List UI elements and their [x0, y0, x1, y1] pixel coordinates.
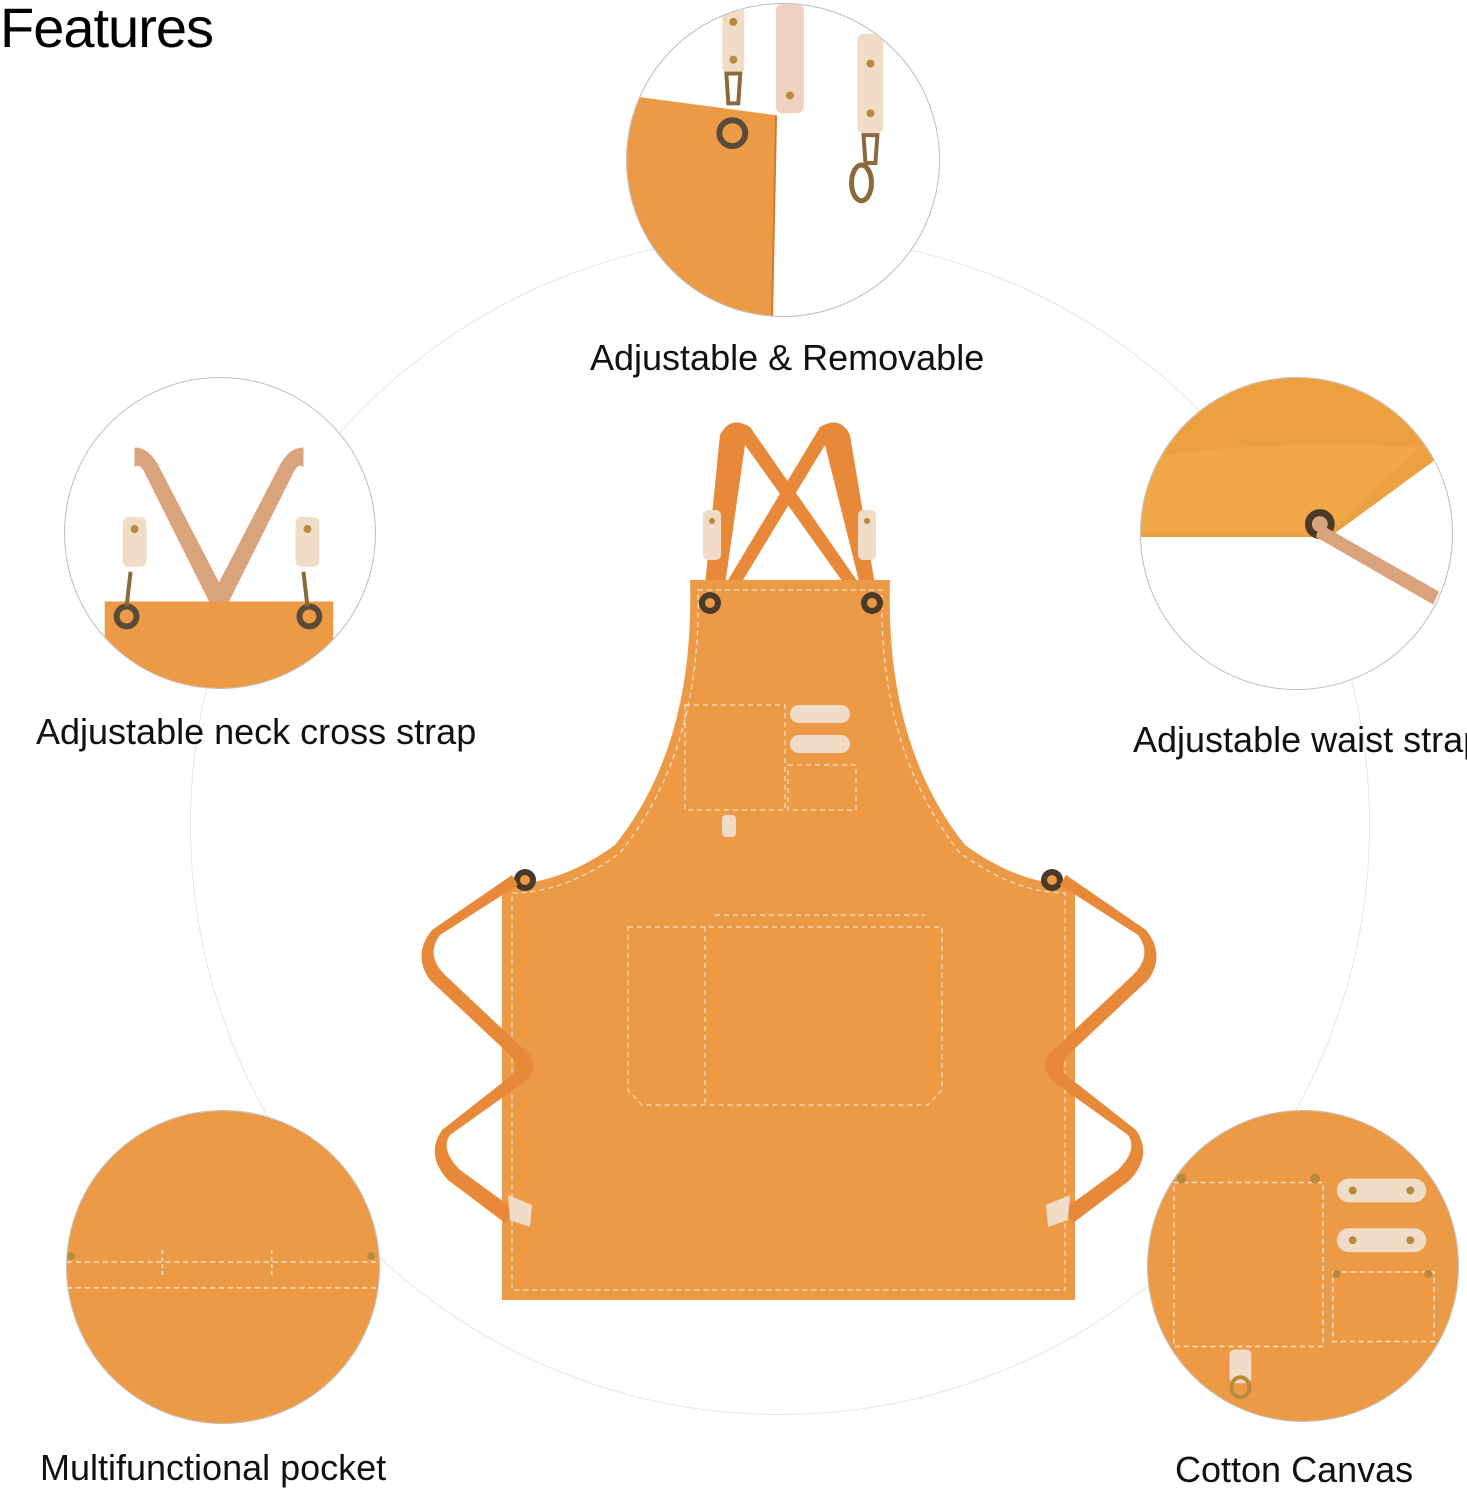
page-title: Features [0, 0, 214, 59]
apron-illustration [421, 422, 1157, 1300]
hook-hardware-illustration [627, 4, 884, 316]
canvas-pockets-illustration [1148, 1111, 1458, 1421]
feature-label-neck-cross-strap: Adjustable neck cross strap [36, 711, 477, 752]
feature-label-pocket: Multifunctional pocket [40, 1447, 387, 1488]
feature-label-adjustable-removable: Adjustable & Removable [590, 337, 985, 378]
waist-strap-illustration [1141, 378, 1452, 605]
pocket-seam-illustration [67, 1111, 379, 1423]
detail-circle-cross-strap [64, 377, 376, 689]
apron-main-image [420, 415, 1160, 1305]
feature-label-waist-strap: Adjustable waist strap [1133, 719, 1467, 760]
detail-circle-waist-strap [1140, 377, 1453, 690]
cross-strap-illustration [104, 447, 334, 688]
detail-circle-canvas [1147, 1110, 1459, 1422]
detail-circle-pocket [66, 1110, 380, 1424]
detail-circle-hardware [626, 3, 940, 317]
feature-label-canvas: Cotton Canvas [1175, 1449, 1414, 1490]
